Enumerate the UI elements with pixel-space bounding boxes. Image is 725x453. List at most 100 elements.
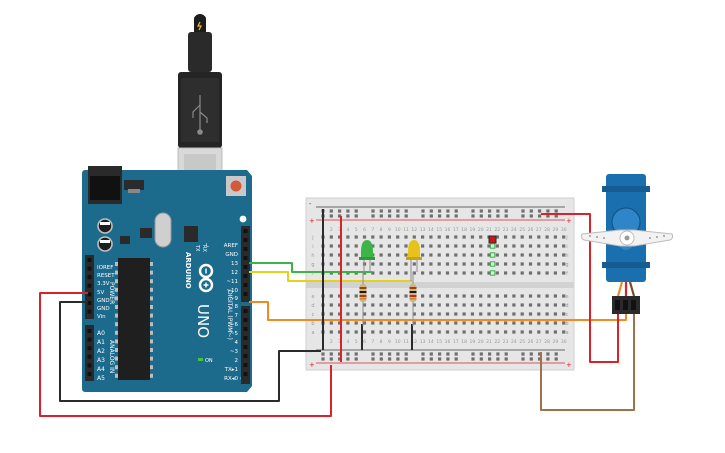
column-label: 24 [511, 227, 517, 233]
header-holes [87, 229, 248, 376]
pin-label-a5: A5 [97, 375, 105, 382]
row-label: a [565, 330, 568, 336]
digital-header-top[interactable] [241, 226, 250, 302]
wire-yellow-pin12[interactable] [249, 271, 412, 282]
rail-plus-top-right: + [566, 217, 572, 225]
row-label: c [566, 312, 569, 318]
column-label: 13 [420, 227, 426, 233]
resistor-green-led[interactable] [359, 272, 367, 326]
column-label: 15 [436, 227, 442, 233]
pin-label-rx0: RX◂0 [224, 376, 238, 382]
column-label: 4 [346, 227, 349, 233]
column-label: 5 [355, 339, 358, 345]
column-label: 8 [380, 227, 383, 233]
pin-label-vin: Vin [97, 314, 106, 320]
column-label: 9 [388, 227, 391, 233]
arduino-logo-icon [198, 263, 214, 293]
pin-label-4: 4 [235, 340, 239, 346]
pin-label-a2: A2 [97, 348, 105, 355]
row-label: c [312, 312, 315, 318]
label-on: ON [205, 358, 213, 364]
rail-plus-bottom-right: + [566, 361, 572, 369]
capacitor-1 [97, 218, 113, 234]
wire-black-gnd[interactable] [59, 301, 321, 402]
row-label: g [565, 262, 568, 268]
breadboard-holes [321, 209, 566, 361]
column-label: 29 [553, 227, 559, 233]
microcontroller-chip [118, 258, 150, 380]
pin-label-9: ~9 [230, 296, 239, 302]
wire-red-servo-power[interactable] [541, 213, 619, 363]
column-label: 18 [461, 227, 467, 233]
row-label: d [311, 303, 314, 309]
column-label: 2 [330, 339, 333, 345]
column-label: 12 [411, 339, 417, 345]
led-green[interactable] [359, 240, 375, 272]
row-label: j [311, 235, 313, 241]
row-label: f [566, 271, 568, 277]
wire-orange-pin9[interactable] [249, 301, 627, 321]
column-label: 6 [363, 339, 366, 345]
pin-label-tx1: TX▸1 [224, 367, 238, 373]
breadboard[interactable]: - + + - + + 1234567891011121314151617181… [305, 197, 575, 371]
row-label: h [311, 253, 314, 259]
pin-label-5: ~5 [230, 331, 239, 337]
pin-label-aref: AREF [224, 243, 238, 249]
row-label: f [312, 271, 314, 277]
column-label: 30 [561, 227, 567, 233]
resistor-yellow-led[interactable] [409, 272, 417, 326]
column-label: 15 [436, 339, 442, 345]
column-label: 3 [338, 227, 341, 233]
column-label: 26 [528, 339, 534, 345]
rail-plus-top: + [309, 217, 315, 225]
column-label: 10 [395, 339, 401, 345]
wire-brown-servo-gnd[interactable] [540, 312, 635, 411]
tx-rx-l-labels: L TX RX [194, 243, 209, 252]
column-label: 8 [380, 339, 383, 345]
servo-motor[interactable] [580, 174, 674, 314]
row-label: i [566, 244, 567, 250]
label-rx: RX [201, 245, 207, 252]
row-label: h [565, 253, 568, 259]
column-label: 23 [503, 227, 509, 233]
pin-label-3v3: 3.3V [97, 281, 110, 287]
row-label: e [565, 294, 568, 300]
column-label: 5 [355, 227, 358, 233]
wire-red-5v[interactable] [39, 292, 332, 417]
pin-label-10: ~10 [226, 288, 238, 294]
column-label: 9 [388, 339, 391, 345]
led-yellow[interactable] [406, 240, 422, 281]
column-label: 10 [395, 227, 401, 233]
on-led [198, 358, 203, 361]
column-label: 18 [461, 339, 467, 345]
column-label: 13 [420, 339, 426, 345]
pin-label-7: 7 [235, 313, 239, 319]
wire-green-pin13[interactable] [249, 262, 372, 273]
digital-section-label: DIGITAL (PWM~) [226, 290, 233, 340]
usb-icon [192, 95, 208, 135]
analog-header[interactable] [85, 325, 94, 381]
breadboard-column-labels-bottom: 1234567891011121314151617181920212223242… [322, 339, 567, 345]
column-label: 16 [445, 339, 451, 345]
column-label: 20 [478, 339, 484, 345]
column-label: 19 [470, 227, 476, 233]
arduino-uno-board[interactable]: AREF GND 13 12 ~11 ~10 ~9 8 7 ~6 ~5 4 ~3… [82, 166, 252, 392]
column-label: 24 [511, 339, 517, 345]
column-label: 16 [445, 227, 451, 233]
column-label: 11 [403, 339, 409, 345]
pin-label-gnd: GND [225, 252, 238, 258]
column-label: 14 [428, 339, 434, 345]
column-label: 3 [338, 339, 341, 345]
column-label: 26 [528, 227, 534, 233]
rail-plus-bottom: + [309, 361, 315, 369]
pin-label-11: ~11 [226, 279, 238, 285]
row-label: j [565, 235, 567, 241]
column-label: 25 [519, 339, 525, 345]
row-label: i [312, 244, 313, 250]
row-label: e [311, 294, 314, 300]
pin-label-3: ~3 [230, 349, 239, 355]
column-label: 17 [453, 227, 459, 233]
pin-label-reset: RESET [97, 273, 115, 279]
mcu-pins [115, 262, 153, 378]
